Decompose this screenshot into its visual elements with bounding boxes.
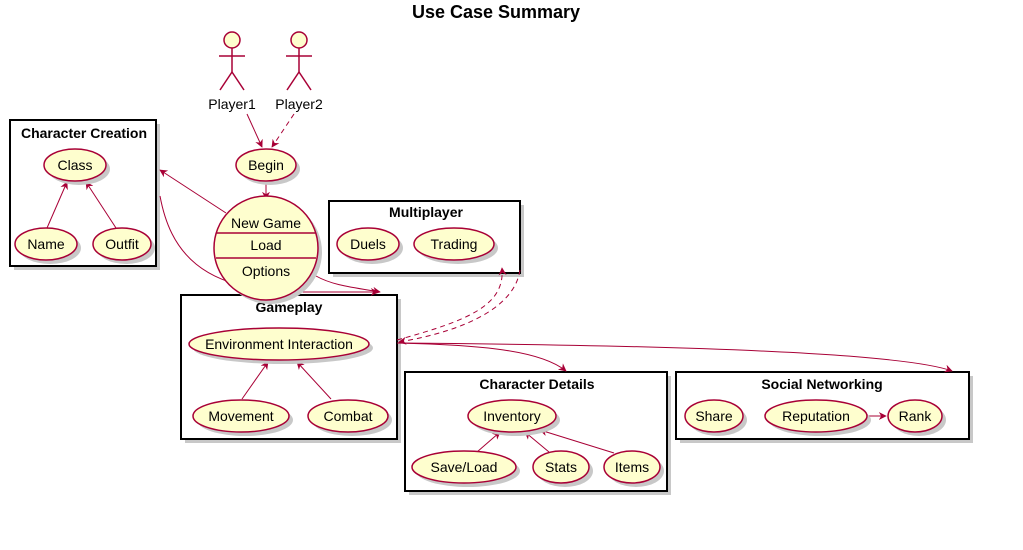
usecase-stats: Stats <box>532 450 590 484</box>
edge-outfit-class <box>85 181 117 229</box>
edge-gameplay-social-networking <box>396 342 953 373</box>
package-title-character-creation: Character Creation <box>21 125 147 141</box>
usecase-reputation: Reputation <box>764 399 868 433</box>
edge-combat-environment <box>296 361 332 400</box>
usecase-name-label: Name <box>27 236 65 252</box>
usecase-rank: Rank <box>887 399 943 433</box>
usecase-trading: Trading <box>413 227 495 261</box>
usecase-environment-interaction-label: Environment Interaction <box>205 336 353 352</box>
menu-item-new-game: New Game <box>231 215 301 231</box>
usecase-class-label: Class <box>57 157 92 173</box>
usecase-share: Share <box>684 399 744 433</box>
actor-player1 <box>219 31 245 91</box>
usecase-inventory-label: Inventory <box>483 408 541 424</box>
actor-player2 <box>286 31 312 91</box>
usecase-combat-label: Combat <box>323 408 372 424</box>
usecase-stats-label: Stats <box>545 459 577 475</box>
usecase-inventory: Inventory <box>467 399 557 433</box>
usecase-environment-interaction: Environment Interaction <box>188 327 370 361</box>
actor-label-player2: Player2 <box>275 96 323 112</box>
package-title-social-networking: Social Networking <box>761 376 882 392</box>
usecase-movement: Movement <box>192 399 290 433</box>
edge-player1-begin <box>246 113 263 148</box>
actor-label-player1: Player1 <box>208 96 256 112</box>
edge-gameplay-multiplayer <box>396 267 507 341</box>
usecase-game-menu: New Game Load Options <box>213 195 319 301</box>
usecase-combat: Combat <box>307 399 389 433</box>
edge-player2-begin <box>271 113 295 148</box>
edge-menu-character-creation <box>159 169 227 214</box>
menu-item-load: Load <box>250 237 281 253</box>
edge-name-class <box>46 181 68 229</box>
usecase-movement-label: Movement <box>208 408 273 424</box>
usecase-share-label: Share <box>695 408 733 424</box>
usecase-rank-label: Rank <box>899 408 933 424</box>
usecase-class: Class <box>43 148 107 182</box>
edge-saveload-inventory <box>476 431 501 453</box>
usecase-begin-label: Begin <box>248 157 284 173</box>
usecase-outfit-label: Outfit <box>105 236 139 252</box>
package-title-character-details: Character Details <box>479 376 594 392</box>
edge-multiplayer-gameplay <box>398 269 521 345</box>
edge-items-inventory <box>539 428 615 454</box>
usecase-saveload-label: Save/Load <box>431 459 498 475</box>
usecase-duels-label: Duels <box>350 236 386 252</box>
usecase-name: Name <box>14 227 78 261</box>
usecase-begin: Begin <box>235 148 297 182</box>
usecase-items: Items <box>603 450 661 484</box>
edge-stats-inventory <box>524 431 550 453</box>
diagram-title: Use Case Summary <box>412 2 580 22</box>
usecase-reputation-label: Reputation <box>782 408 850 424</box>
usecase-trading-label: Trading <box>431 236 478 252</box>
package-title-multiplayer: Multiplayer <box>389 204 463 220</box>
edge-gameplay-character-details <box>396 342 567 372</box>
edge-movement-environment <box>241 361 269 400</box>
usecase-duels: Duels <box>336 227 400 261</box>
usecase-outfit: Outfit <box>92 227 152 261</box>
menu-item-options: Options <box>242 263 290 279</box>
edge-menu-gameplay <box>315 275 381 295</box>
usecase-items-label: Items <box>615 459 649 475</box>
usecase-saveload: Save/Load <box>411 450 517 484</box>
